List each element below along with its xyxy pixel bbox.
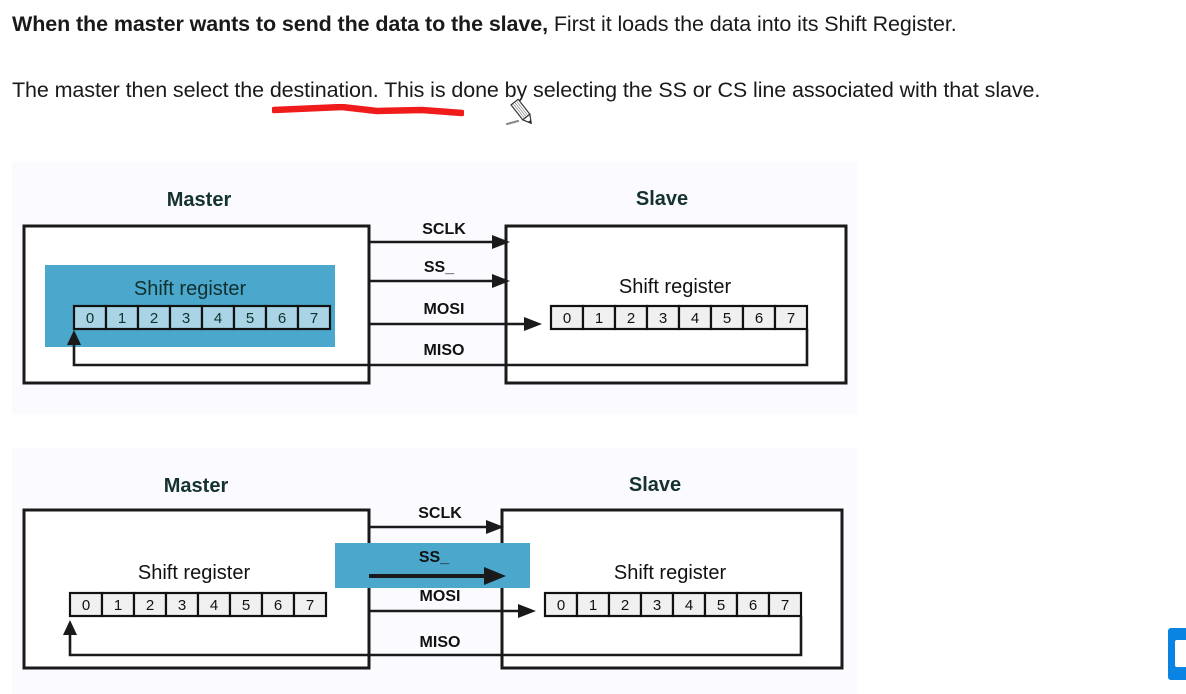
diagram-1-master-caption: Master xyxy=(167,189,232,211)
diagram-2-ss-highlight-band xyxy=(335,543,530,588)
register-cell: 4 xyxy=(210,597,218,614)
register-cell: 6 xyxy=(274,597,282,614)
register-cell: 5 xyxy=(242,597,250,614)
register-cell: 3 xyxy=(178,597,186,614)
paragraph-1-bold-part: When the master wants to send the data t… xyxy=(12,12,548,36)
chat-widget-tab[interactable] xyxy=(1168,628,1186,680)
diagram-1-slave-register-cells: 0 1 2 3 4 5 6 7 xyxy=(549,304,809,331)
diagram-2-signal-miso-label: MISO xyxy=(420,634,461,651)
register-cell: 4 xyxy=(214,310,222,327)
diagram-1-signal-sclk-label: SCLK xyxy=(422,221,466,238)
register-cell: 5 xyxy=(717,597,725,614)
diagram-2-signal-sclk-label: SCLK xyxy=(418,505,462,522)
diagram-2-master-register-cells: 0 1 2 3 4 5 6 7 xyxy=(68,591,328,618)
diagram-2-signal-miso-line xyxy=(68,616,803,657)
diagram-2-slave-box xyxy=(500,508,844,670)
register-cell: 3 xyxy=(659,310,667,327)
diagram-2-master-caption: Master xyxy=(164,475,229,497)
register-cell: 0 xyxy=(86,310,94,327)
paragraph-1: When the master wants to send the data t… xyxy=(12,6,1174,42)
register-cell: 1 xyxy=(595,310,603,327)
diagram-2-signal-sclk-arrow xyxy=(486,520,504,534)
spi-diagram-2: Master Slave Shift register 0 1 2 3 4 5 … xyxy=(12,448,858,694)
diagram-2-signal-miso-arrow xyxy=(63,620,77,635)
register-cell: 5 xyxy=(723,310,731,327)
register-cell: 0 xyxy=(557,597,565,614)
register-cell: 0 xyxy=(563,310,571,327)
diagram-1-signal-miso-arrow xyxy=(67,330,81,345)
register-cell: 3 xyxy=(653,597,661,614)
register-cell: 7 xyxy=(310,310,318,327)
diagram-2-signal-mosi-label: MOSI xyxy=(420,588,461,605)
paragraph-1-rest-part: First it loads the data into its Shift R… xyxy=(548,12,957,36)
register-cell: 1 xyxy=(118,310,126,327)
spi-diagram-2-svg: Master Slave Shift register 0 1 2 3 4 5 … xyxy=(22,474,844,670)
diagram-1-signal-sclk-arrow xyxy=(492,235,510,249)
diagram-1-signal-miso-label: MISO xyxy=(424,342,465,359)
register-cell: 7 xyxy=(306,597,314,614)
register-cell: 2 xyxy=(627,310,635,327)
diagram-2-signal-ss-label: SS_ xyxy=(419,549,450,566)
diagram-1-master-register-title: Shift register xyxy=(134,278,247,300)
register-cell: 5 xyxy=(246,310,254,327)
spi-diagram-1: Master Slave Shift register 0 1 2 3 4 5 … xyxy=(12,162,858,414)
register-cell: 6 xyxy=(749,597,757,614)
diagram-1-signal-ss-arrow xyxy=(492,274,510,288)
register-cell: 7 xyxy=(787,310,795,327)
diagram-1-signal-miso-line xyxy=(72,329,809,367)
diagram-2-signal-ss-arrow xyxy=(484,567,506,585)
spi-diagram-1-svg: Master Slave Shift register 0 1 2 3 4 5 … xyxy=(22,188,848,385)
register-cell: 2 xyxy=(146,597,154,614)
register-cell: 0 xyxy=(82,597,90,614)
register-cell: 4 xyxy=(685,597,693,614)
register-cell: 6 xyxy=(278,310,286,327)
paragraph-2: The master then select the destination. … xyxy=(12,78,1041,102)
diagram-1-master-register-cells: 0 1 2 3 4 5 6 7 xyxy=(72,304,332,331)
register-cell: 3 xyxy=(182,310,190,327)
diagram-1-slave-register-title: Shift register xyxy=(619,276,732,298)
diagram-2-slave-caption: Slave xyxy=(629,474,681,496)
diagram-1-slave-box xyxy=(504,224,848,385)
register-cell: 1 xyxy=(114,597,122,614)
register-cell: 1 xyxy=(589,597,597,614)
chat-widget-notch xyxy=(1175,640,1186,667)
register-cell: 2 xyxy=(621,597,629,614)
diagram-1-signal-mosi-arrow xyxy=(524,317,542,331)
diagram-1-slave-caption: Slave xyxy=(636,188,688,210)
register-cell: 4 xyxy=(691,310,699,327)
diagram-2-signal-mosi-arrow xyxy=(518,604,536,618)
diagram-2-slave-register-cells: 0 1 2 3 4 5 6 7 xyxy=(543,591,803,618)
diagram-2-master-register-title: Shift register xyxy=(138,562,251,584)
diagram-2-master-box xyxy=(22,508,371,670)
register-cell: 7 xyxy=(781,597,789,614)
register-cell: 6 xyxy=(755,310,763,327)
register-cell: 2 xyxy=(150,310,158,327)
diagram-1-signal-ss-label: SS_ xyxy=(424,259,455,276)
diagram-1-signal-mosi-label: MOSI xyxy=(424,301,465,318)
diagram-2-slave-register-title: Shift register xyxy=(614,562,727,584)
